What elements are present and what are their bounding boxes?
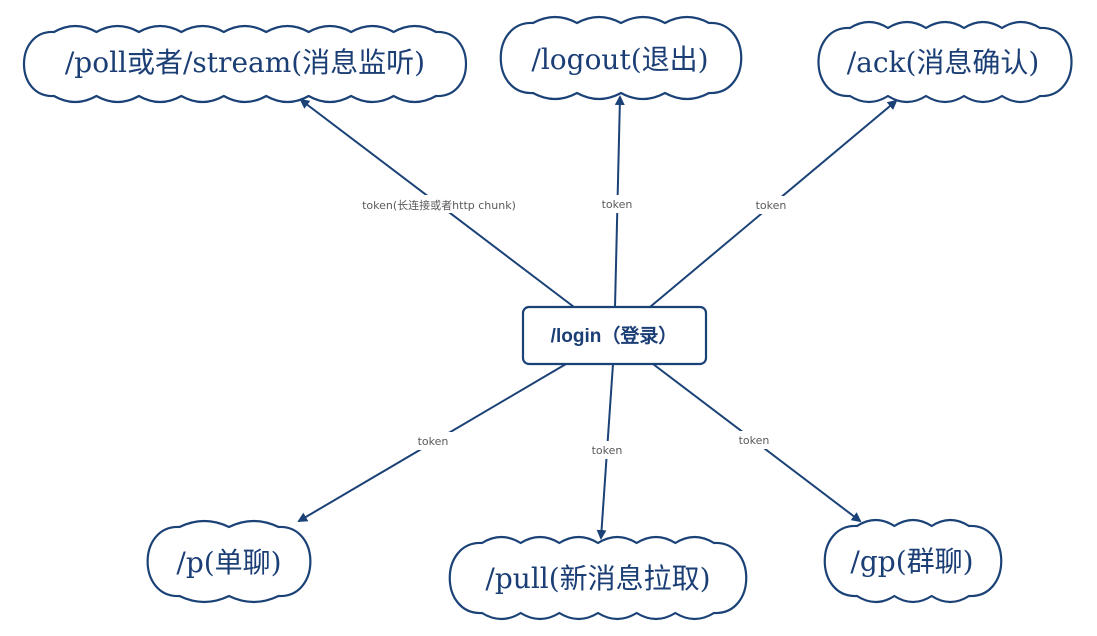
node-logout-label: /logout(退出) [531,43,708,76]
edge-label-gp: token [739,434,770,447]
node-pull-label: /pull(新消息拉取) [485,562,710,595]
edge-label-ack: token [756,199,787,212]
node-pull[interactable]: /pull(新消息拉取) [448,535,748,621]
edge-label-pull: token [592,444,623,457]
node-ack-label: /ack(消息确认) [847,46,1040,79]
node-ack[interactable]: /ack(消息确认) [817,20,1073,104]
edge-label-poll: token(长连接或者http chunk) [362,199,516,212]
node-p-label: /p(单聊) [176,546,281,579]
cloud-logout-shape [499,15,743,101]
cloud-gp-shape [823,518,1003,604]
cloud-p-shape [146,519,312,604]
edge-label-p: token [418,435,449,448]
edge-label-logout: token [602,198,633,211]
node-gp-label: /gp(群聊) [850,545,973,578]
node-poll[interactable]: /poll或者/stream(消息监听) [23,24,467,104]
node-logout[interactable]: /logout(退出) [499,15,743,101]
edge-labels: token(长连接或者http chunk) token token token… [356,195,790,459]
node-login[interactable]: /login（登录） [521,305,708,366]
node-gp[interactable]: /gp(群聊) [823,518,1003,604]
endpoint-nodes: /poll或者/stream(消息监听) /logout(退出) /ack(消息… [23,15,1073,621]
node-p[interactable]: /p(单聊) [146,519,312,604]
node-login-label: /login（登录） [551,324,678,347]
cloud-pull-shape [448,535,748,621]
login-box [521,305,708,366]
node-poll-label: /poll或者/stream(消息监听) [65,46,425,79]
cloud-ack-shape [817,20,1073,104]
cloud-poll-shape [23,24,467,104]
